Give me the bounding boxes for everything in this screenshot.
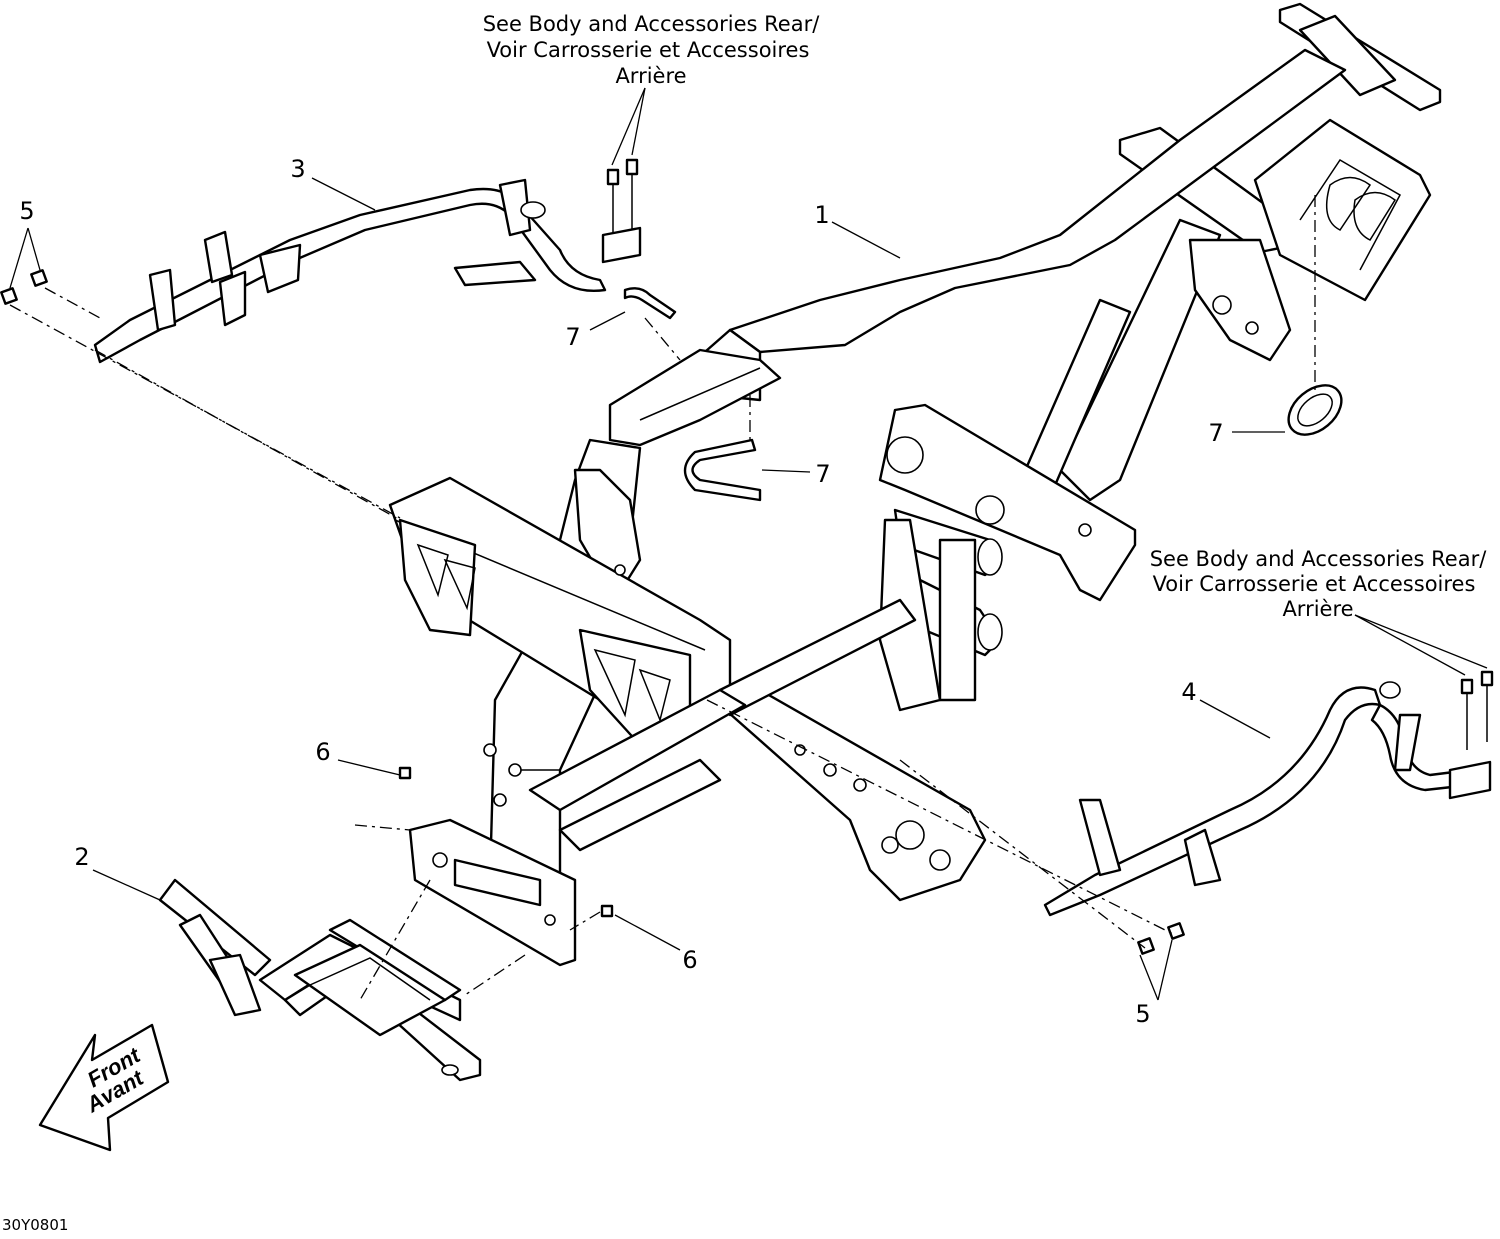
callout-6-upper: 6	[315, 738, 330, 766]
callout-6-lower: 6	[682, 946, 697, 974]
callout-1: 1	[814, 201, 829, 229]
front-direction-arrow: Front Avant	[38, 1023, 170, 1152]
grommets-part-7	[623, 287, 1343, 502]
arrow-icon	[38, 1023, 170, 1152]
note-top-line-2: Voir Carrosserie et Accessoires	[487, 38, 810, 62]
frame-part-1	[388, 2, 1442, 967]
left-rear-support-tube-part-3	[93, 178, 607, 364]
callout-7-middle: 7	[815, 460, 830, 488]
right-rear-support-tube-part-4	[1043, 681, 1492, 917]
note-right-line-2: Voir Carrosserie et Accessoires	[1153, 572, 1476, 596]
diagram-code: 30Y0801	[2, 1216, 68, 1234]
callout-7-upper: 7	[565, 323, 580, 351]
front-bumper-bracket-part-2	[158, 878, 482, 1082]
assembly-lines	[9, 195, 1316, 1001]
callout-3: 3	[290, 155, 305, 183]
note-right-line-3: Arrière	[1282, 597, 1353, 621]
note-top-line-1: See Body and Accessories Rear/	[483, 12, 821, 36]
note-top-line-3: Arrière	[615, 64, 686, 88]
leader-lines	[9, 87, 1488, 1001]
callout-5-left: 5	[19, 197, 34, 225]
callout-2: 2	[74, 843, 89, 871]
bolt-pair-right	[1460, 670, 1494, 750]
callout-5-right: 5	[1135, 1000, 1150, 1028]
note-right: See Body and Accessories Rear/ Voir Carr…	[1150, 547, 1488, 621]
callout-7-right: 7	[1208, 419, 1223, 447]
bolt-pair-top	[601, 158, 642, 264]
note-top: See Body and Accessories Rear/ Voir Carr…	[483, 12, 821, 88]
bolts-part-5-6	[0, 269, 1185, 955]
note-right-line-1: See Body and Accessories Rear/	[1150, 547, 1488, 571]
callout-4: 4	[1181, 678, 1196, 706]
